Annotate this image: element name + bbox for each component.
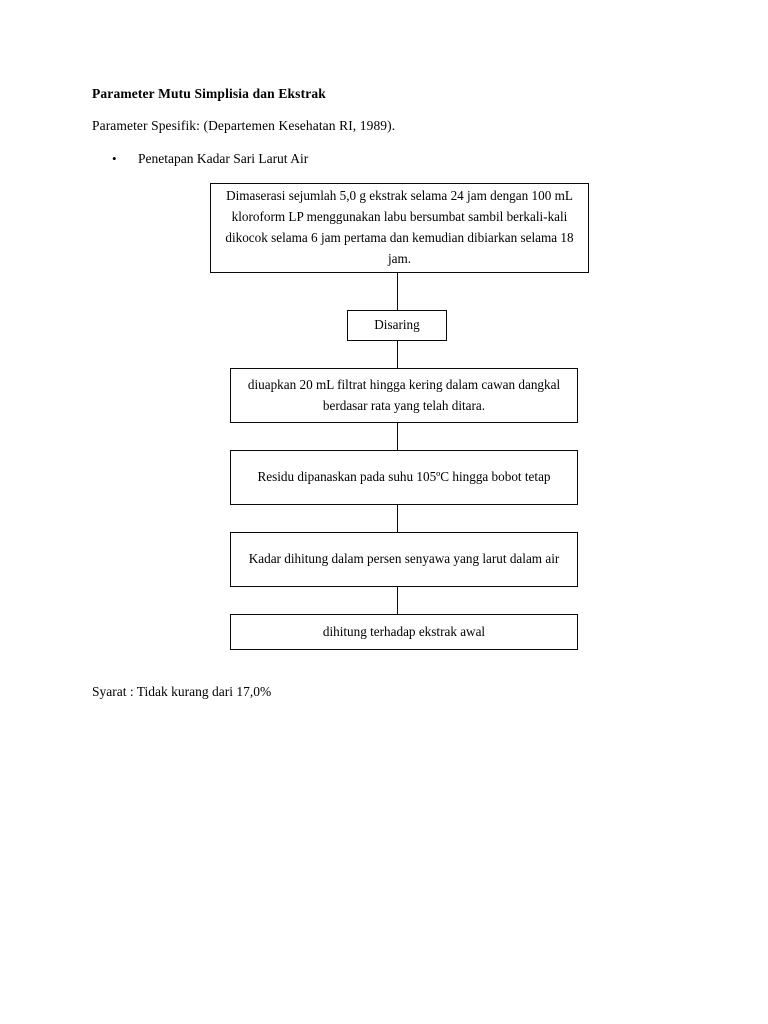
flowchart-step-4-text: Residu dipanaskan pada suhu 105ºC hingga…: [257, 469, 551, 485]
flowchart-step-3-text: diuapkan 20 mL filtrat hingga kering dal…: [247, 376, 561, 413]
connector-step3-to-step4: [397, 423, 398, 450]
flowchart-step-6: dihitung terhadap ekstrak awal: [230, 614, 578, 650]
flowchart-step-5: Kadar dihitung dalam persen senyawa yang…: [230, 532, 578, 587]
flowchart-step-4: Residu dipanaskan pada suhu 105ºC hingga…: [230, 450, 578, 505]
page-title: Parameter Mutu Simplisia dan Ekstrak: [92, 86, 326, 101]
bullet-point-icon: •: [112, 151, 117, 166]
parameter-spesifik-subheading: Parameter Spesifik: (Departemen Kesehata…: [92, 118, 396, 133]
connector-step4-to-step5: [397, 505, 398, 532]
flowchart-step-5-text: Kadar dihitung dalam persen senyawa yang…: [248, 551, 560, 567]
requirement-statement: Syarat : Tidak kurang dari 17,0%: [92, 684, 272, 699]
connector-step2-to-step3: [397, 341, 398, 368]
bullet-item-label: Penetapan Kadar Sari Larut Air: [138, 151, 309, 166]
flowchart-step-2: Disaring: [347, 310, 447, 341]
flowchart-step-6-text: dihitung terhadap ekstrak awal: [322, 623, 486, 639]
flowchart-step-1-text: Dimaserasi sejumlah 5,0 g ekstrak selama…: [225, 188, 574, 266]
flowchart-step-3: diuapkan 20 mL filtrat hingga kering dal…: [230, 368, 578, 423]
connector-step1-to-step2: [397, 273, 398, 310]
flowchart-step-2-text: Disaring: [374, 317, 420, 333]
connector-step5-to-step6: [397, 587, 398, 614]
bullet-list-item: • Penetapan Kadar Sari Larut Air: [112, 151, 308, 167]
flowchart-step-1: Dimaserasi sejumlah 5,0 g ekstrak selama…: [210, 183, 589, 273]
